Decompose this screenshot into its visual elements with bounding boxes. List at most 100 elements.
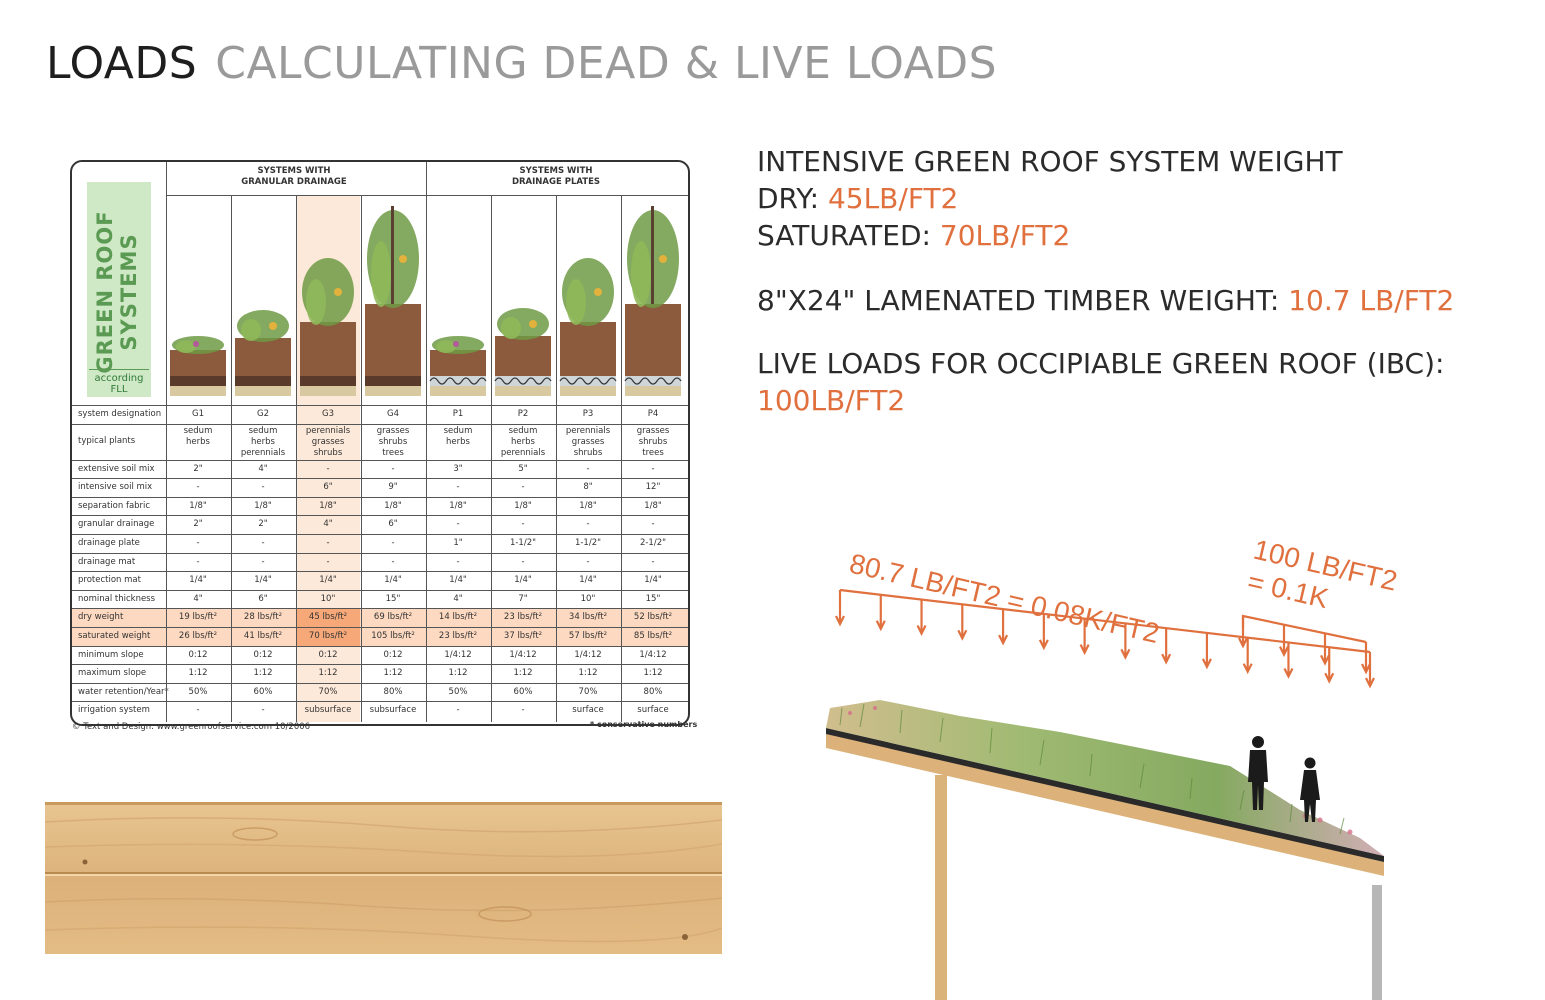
row-label: protection mat (78, 575, 141, 586)
table-cell: 105 lbs/ft² (371, 631, 415, 641)
table-cell: surface (572, 705, 604, 716)
table-cell: 1/8" (254, 500, 272, 511)
table-cell: sedum herbs perennials (500, 425, 546, 458)
table-cell: 6" (388, 519, 398, 530)
table-cell: 41 lbs/ft² (243, 631, 283, 641)
saturated-label: SATURATED: (757, 219, 940, 252)
table-cell: 12" (645, 482, 661, 493)
table-cell: 45 lbs/ft² (296, 608, 360, 627)
table-cell: - (586, 556, 590, 567)
row-label: drainage plate (78, 538, 140, 548)
table-cell: 85 lbs/ft² (633, 631, 673, 641)
table-cell: - (586, 519, 590, 530)
table-cell: 1:12 (578, 668, 598, 679)
timber-texture (45, 802, 722, 954)
table-cell: 0:12 (188, 649, 208, 660)
table-cell: - (261, 482, 265, 493)
table-cell: 1/4:12 (574, 649, 602, 660)
row-label: irrigation system (78, 705, 150, 716)
table-cell: 37 lbs/ft² (503, 631, 543, 641)
table-cell: - (521, 519, 525, 530)
timber-value: 10.7 LB/FT2 (1288, 284, 1455, 317)
table-cell: - (391, 556, 395, 567)
table-cell: 4" (193, 593, 203, 604)
table-cell: 1/4" (319, 575, 337, 586)
table-cell: 1/8" (319, 500, 337, 511)
table-cell: 57 lbs/ft² (568, 631, 608, 641)
table-cell: 0:12 (253, 649, 273, 660)
table-row: drainage plate----1"1-1/2"1-1/2"2-1/2" (72, 534, 688, 553)
table-cell: 1/8" (449, 500, 467, 511)
dry-weight-line: DRY: 45LB/FT2 (757, 180, 1454, 217)
table-cell: P1 (452, 409, 464, 419)
saturated-weight-line: SATURATED: 70LB/FT2 (757, 217, 1454, 254)
roof-section-diagram: 80.7 LB/FT2 = 0.08K/FT2 100 LB/FT2 = 0.1… (826, 534, 1400, 1000)
table-cell: 1:12 (448, 668, 468, 679)
table-cell: 0:12 (318, 649, 338, 660)
table-cell: G1 (192, 409, 204, 419)
table-cell: 1/8" (384, 500, 402, 511)
title-main: LOADS (46, 38, 198, 89)
table-cell: grasses shrubs trees (376, 425, 410, 458)
table-cell: 1/4:12 (444, 649, 472, 660)
live-load-value: 100LB/FT2 (757, 384, 906, 417)
credit-line: © Text and Design: www.greenroofservice.… (72, 722, 311, 732)
row-label: intensive soil mix (78, 482, 153, 493)
table-cell: 70 lbs/ft² (296, 627, 360, 646)
table-cell: 8" (583, 482, 593, 493)
table-cell: - (456, 705, 460, 716)
table-cell: G2 (257, 409, 269, 419)
table-cell: 2" (193, 519, 203, 530)
table-cell: 1/4:12 (509, 649, 537, 660)
table-cell: 50% (188, 686, 208, 697)
table-cell: 60% (253, 686, 273, 697)
row-label: dry weight (78, 612, 124, 623)
table-cell: - (326, 538, 330, 548)
table-cell: 7" (518, 593, 528, 604)
table-cell: 1:12 (318, 668, 338, 679)
table-cell: 1/8" (189, 500, 207, 511)
table-cell: 5" (518, 463, 528, 474)
table-cell: sedum herbs perennials (240, 425, 286, 458)
table-cell: - (456, 482, 460, 493)
row-label: granular drainage (78, 519, 155, 530)
table-cell: 1:12 (188, 668, 208, 679)
table-cell: 1/4" (449, 575, 467, 586)
table-cell: 14 lbs/ft² (438, 612, 478, 623)
table-cell: 26 lbs/ft² (178, 631, 218, 641)
load-summary: INTENSIVE GREEN ROOF SYSTEM WEIGHT DRY: … (757, 143, 1454, 419)
group-granular-drainage: SYSTEMS WITH GRANULAR DRAINAGE (241, 166, 347, 187)
table-cell: 0:12 (383, 649, 403, 660)
table-cell: 1-1/2" (509, 538, 537, 548)
row-label: extensive soil mix (78, 463, 155, 474)
row-label: water retention/Year* (78, 686, 169, 697)
table-cell: - (521, 482, 525, 493)
table-cell: - (391, 463, 395, 474)
table-cell: - (456, 556, 460, 567)
table-row: drainage mat-------- (72, 553, 688, 572)
dry-label: DRY: (757, 182, 828, 215)
table-cell: 1/4" (189, 575, 207, 586)
table-cell: perennials grasses shrubs (565, 425, 611, 458)
row-label: drainage mat (78, 556, 136, 567)
table-cell: 1/4" (579, 575, 597, 586)
dead-load-arrows (835, 588, 1375, 689)
row-label: separation fabric (78, 500, 151, 511)
table-cell: P4 (647, 409, 659, 419)
table-cell: - (651, 463, 655, 474)
table-cell: 1-1/2" (574, 538, 602, 548)
table-cell: - (326, 463, 330, 474)
table-cell: 10" (580, 593, 596, 604)
table-cell: G4 (387, 409, 399, 419)
table-cell: subsurface (369, 705, 417, 716)
